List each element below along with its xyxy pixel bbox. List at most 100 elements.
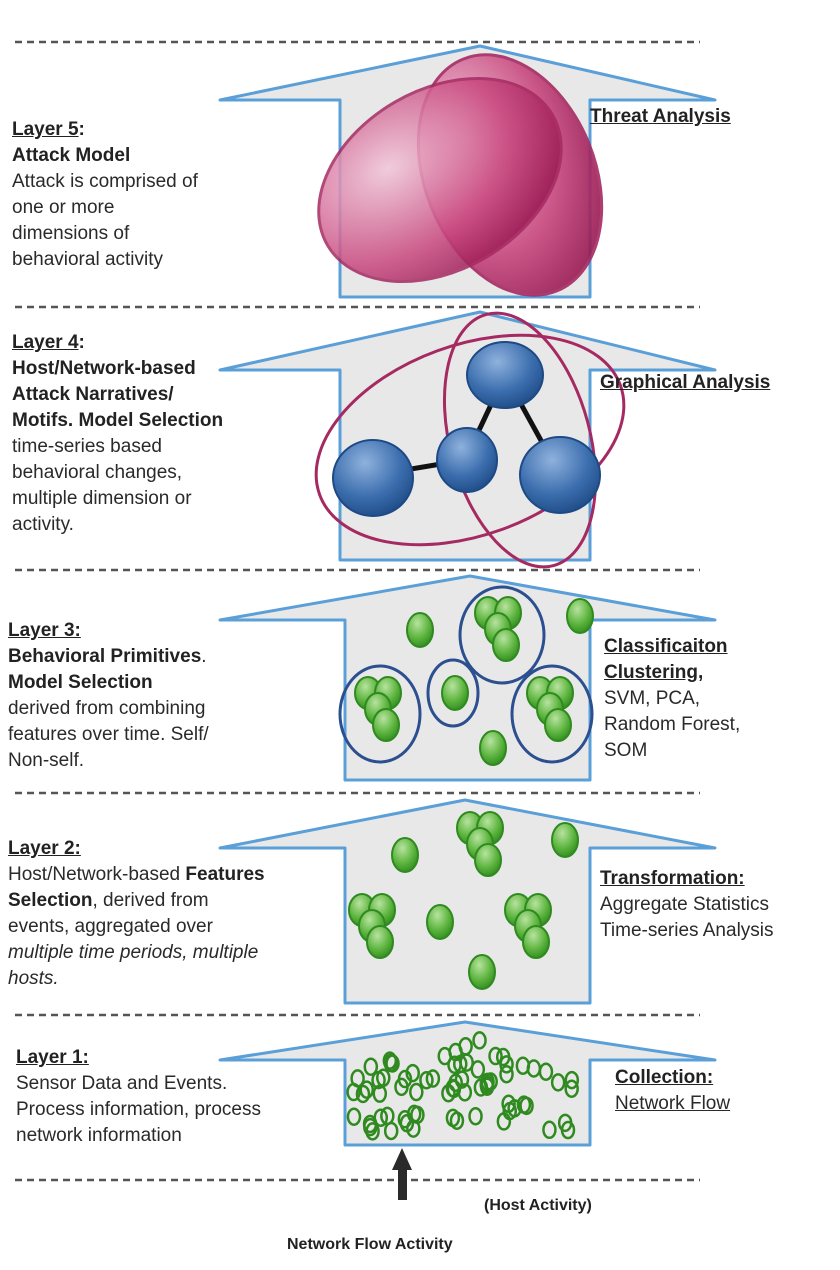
event-ring	[448, 1073, 463, 1092]
text-segment: SOM	[604, 740, 648, 761]
text-segment: Process information, process	[16, 1099, 261, 1120]
text-line: Selection, derived from	[8, 888, 265, 914]
graph-node	[519, 436, 601, 514]
text-line: Network Flow	[615, 1091, 730, 1117]
event-ring	[564, 1079, 579, 1098]
text-segment: Motifs. Model Selection	[12, 410, 224, 431]
text-line: Classificaiton	[604, 634, 740, 660]
text-segment: Layer 4	[12, 332, 79, 353]
text-line: Layer 4:	[12, 330, 223, 356]
event-ring	[488, 1046, 503, 1066]
event-ring	[373, 1108, 389, 1127]
event-ring	[406, 1119, 421, 1138]
text-line: Attack is comprised of	[12, 169, 198, 195]
raw-events	[346, 1031, 580, 1141]
text-segment: .	[201, 646, 207, 667]
layer2-arrow	[218, 798, 717, 1005]
event-ring	[419, 1070, 434, 1090]
text-line: Sensor Data and Events.	[16, 1071, 261, 1097]
feature-dot	[522, 925, 550, 959]
text-line: Clustering,	[604, 660, 740, 686]
text-segment: Layer 3:	[8, 620, 81, 641]
text-segment: Layer 5	[12, 119, 79, 140]
text-segment: Layer 1:	[16, 1047, 89, 1068]
text-line: events, aggregated over	[8, 914, 265, 940]
cluster-ring	[458, 585, 546, 685]
text-line: Behavioral Primitives.	[8, 644, 209, 670]
text-segment: Network Flow	[615, 1093, 731, 1114]
text-line: Threat Analysis	[590, 104, 731, 130]
up-arrow-icon	[392, 1148, 412, 1200]
text-segment: Sensor Data and Events.	[16, 1073, 228, 1094]
text-segment: multiple dimension or	[12, 488, 192, 509]
host-activity-caption: (Host Activity)	[484, 1197, 592, 1214]
graph-node	[332, 439, 414, 517]
text-segment: Non-self.	[8, 750, 85, 771]
event-ring	[557, 1113, 573, 1133]
feature-dot	[544, 708, 572, 742]
dashed-separators	[15, 40, 700, 1182]
event-ring	[397, 1069, 413, 1089]
text-segment: Aggregate Statistics	[600, 894, 769, 915]
event-ring	[449, 1111, 465, 1130]
feature-dot	[441, 675, 469, 711]
graph-motif	[314, 311, 626, 569]
text-line: Aggregate Statistics	[600, 892, 774, 918]
text-line: network information	[16, 1123, 261, 1149]
attack-ellipse	[317, 77, 563, 283]
event-ring	[437, 1046, 453, 1066]
text-line: Layer 5:	[12, 117, 198, 143]
text-segment: Behavioral Primitives	[8, 646, 202, 667]
text-segment: events, aggregated over	[8, 916, 213, 937]
feature-clusters	[348, 811, 579, 990]
text-segment: Host/Network-based	[12, 358, 196, 379]
event-ring	[499, 1055, 514, 1074]
feature-dot	[372, 708, 400, 742]
text-segment: activity.	[12, 514, 74, 535]
text-segment: behavioral changes,	[12, 462, 183, 483]
text-line: multiple dimension or	[12, 486, 223, 512]
feature-dot	[391, 837, 419, 873]
text-segment: Graphical Analysis	[600, 372, 771, 393]
text-line: Process information, process	[16, 1097, 261, 1123]
cluster-ring	[510, 664, 594, 764]
layer3-description: Layer 3:Behavioral Primitives.Model Sele…	[8, 618, 209, 774]
text-line: Graphical Analysis	[600, 370, 770, 396]
event-ring	[380, 1106, 395, 1126]
text-line: Random Forest,	[604, 712, 740, 738]
text-line: Host/Network-based	[12, 356, 223, 382]
attack-model-ellipses	[317, 53, 604, 297]
text-segment: :	[78, 119, 85, 140]
event-ring	[564, 1070, 580, 1090]
feature-dot	[366, 925, 394, 959]
text-segment: Classificaiton	[604, 636, 728, 657]
text-line: time-series based	[12, 434, 223, 460]
feature-dot	[492, 628, 520, 662]
event-ring	[507, 1099, 522, 1118]
text-line: one or more	[12, 195, 198, 221]
event-ring	[526, 1059, 542, 1078]
text-line: Layer 1:	[16, 1045, 261, 1071]
text-line: Transformation:	[600, 866, 774, 892]
layer3-arrow	[218, 574, 717, 782]
text-line: Layer 2:	[8, 836, 265, 862]
feature-dot	[406, 612, 434, 648]
text-segment: derived from combining	[8, 698, 206, 719]
text-line: hosts.	[8, 966, 265, 992]
text-line: Non-self.	[8, 748, 209, 774]
event-ring	[346, 1107, 362, 1127]
feature-dot	[468, 954, 496, 990]
cluster-ring	[426, 658, 480, 728]
network-flow-activity-caption: Network Flow Activity	[287, 1236, 453, 1253]
event-ring	[350, 1069, 365, 1088]
text-line: SVM, PCA,	[604, 686, 740, 712]
text-segment: Features	[185, 864, 265, 885]
text-line: activity.	[12, 512, 223, 538]
text-line: multiple time periods, multiple	[8, 940, 265, 966]
layer5-analysis-label: Threat Analysis	[590, 104, 731, 130]
feature-dot	[474, 843, 502, 877]
text-segment: features over time. Self/	[8, 724, 209, 745]
